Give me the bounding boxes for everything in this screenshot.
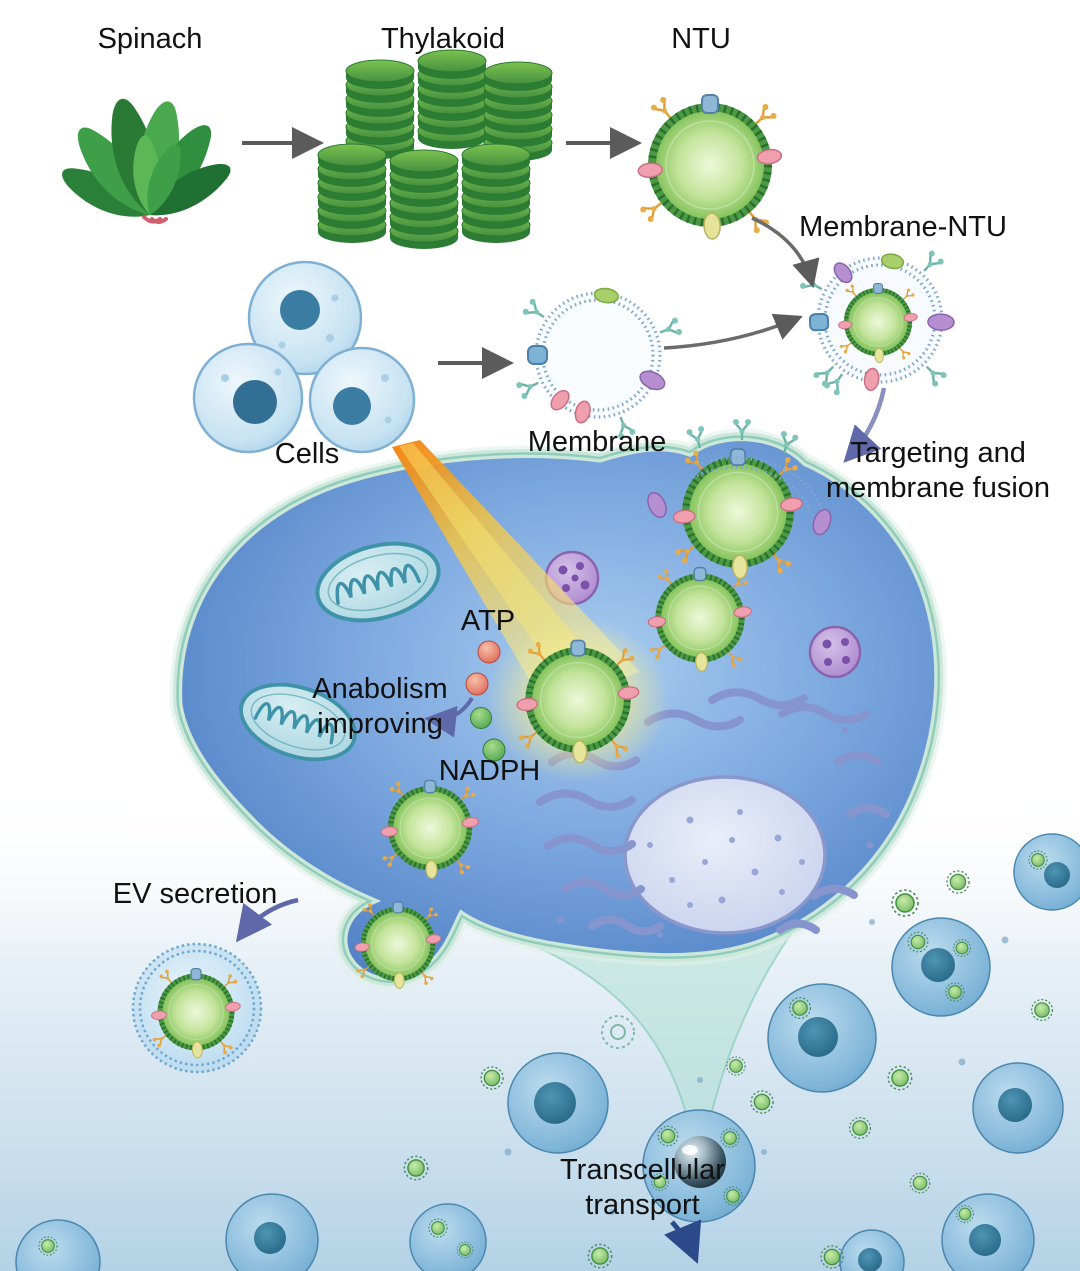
nucleus [623,775,827,935]
arrow-ev-secretion [235,897,299,943]
source-cell [308,346,416,454]
recipient-cell [507,1052,609,1154]
cells-illustration [192,260,416,454]
membrane-ntu-illustration [797,248,955,398]
spinach-illustration [55,94,238,230]
secreted-ev [131,942,263,1074]
flow-arrows [235,127,887,1264]
label-ev-secretion: EV secretion [112,878,278,910]
label-anabolism: Anabolism improving [312,673,448,740]
recipient-cell [972,1062,1064,1154]
source-cell [247,260,363,376]
ntu-illustration [638,95,783,239]
source-cell [192,342,304,454]
label-transcellular: Transcellular transport [560,1154,725,1221]
nadph-molecules [470,707,506,762]
ntu-fusion-site [646,417,832,579]
arrow-ntu-to-membrane-ntu [751,216,820,289]
arrow-membrane-to-membrane-ntu [663,313,803,350]
recipient-cell [941,1193,1035,1271]
recipient-cell [767,983,877,1093]
label-membrane-ntu: Membrane-NTU [799,211,1007,243]
arrow-targeting-fusion [843,387,887,463]
label-thylakoid: Thylakoid [380,23,506,55]
label-ntu: NTU [671,23,731,55]
arrow-anabolism [424,696,474,738]
purple-vesicle [808,625,862,679]
label-membrane: Membrane [527,426,667,458]
arrow-transcellular [664,1219,702,1264]
target-cell [178,437,939,989]
recipient-cell [225,1193,319,1271]
label-nadph: NADPH [438,755,541,787]
label-spinach: Spinach [97,23,203,55]
label-cells: Cells [274,438,340,470]
recipient-cell [891,917,991,1017]
recipient-cell [1013,833,1080,911]
recipient-cell [15,1219,101,1271]
recipient-cell [409,1203,487,1271]
label-targeting-fusion: Targeting and membrane fusion [825,437,1051,504]
label-atp: ATP [460,605,516,637]
membrane-illustration [514,287,685,442]
atp-molecules [465,640,501,696]
thylakoid-stacks [318,50,552,249]
recipient-cell [839,1229,905,1271]
recipient-cells [15,833,1080,1271]
